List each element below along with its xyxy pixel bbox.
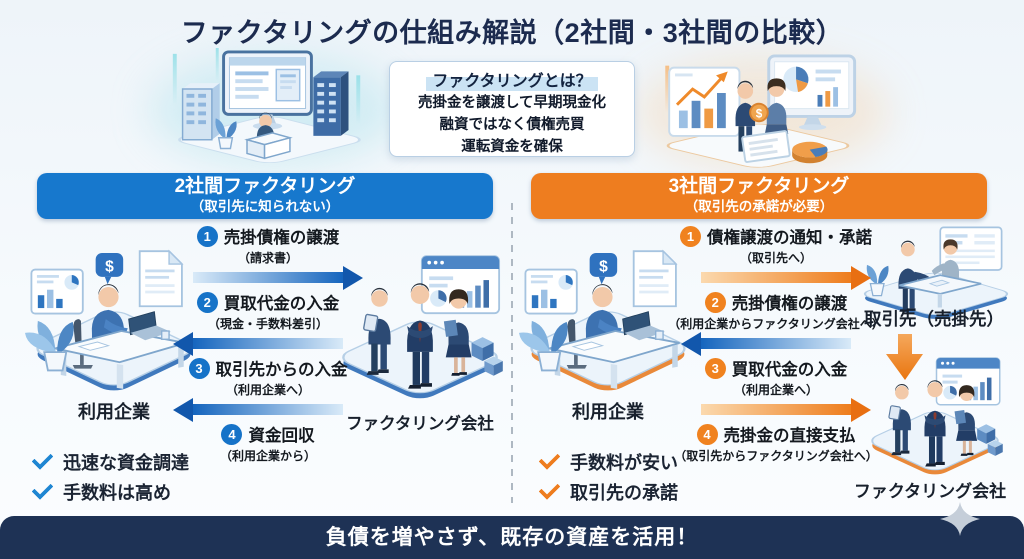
point-label: 迅速な資金調達 (63, 453, 189, 473)
check-icon (538, 478, 561, 500)
down-arrow-icon (886, 334, 923, 380)
three-party-flow: 1 債権譲渡の通知・承諾 （取引先へ） 2 売掛債権の譲渡 （利用企業からファク… (660, 224, 892, 466)
check-icon (31, 448, 54, 470)
user-company-label: 利用企業 (78, 402, 150, 422)
page-title: ファクタリングの仕組み解説（2社間・3社間の比較） (180, 18, 844, 48)
left-arrow-icon (701, 338, 851, 349)
panel-divider (511, 203, 513, 503)
left-arrow-icon (193, 404, 343, 415)
two-party-flow: 1 売掛債権の譲渡 （請求書） 2 買取代金の入金 （現金・手数料差引） 3 取… (176, 224, 360, 466)
step-label: 売掛債権の譲渡 (731, 295, 848, 313)
factoring-company-label: ファクタリング会社 (346, 415, 494, 433)
three-party-header-title: 3社間ファクタリング (668, 176, 850, 197)
factoring-company-label: ファクタリング会社 (853, 482, 1007, 501)
step-label: 売掛金の直接支払 (723, 427, 856, 445)
step-label: 買取代金の入金 (731, 361, 848, 379)
step-number-badge: 3 (188, 357, 210, 379)
user-company-label: 利用企業 (572, 402, 644, 422)
flow-step: 4 資金回収 （利用企業から） (220, 422, 316, 464)
step-number-badge: 1 (196, 225, 218, 247)
step-number-badge: 4 (221, 423, 243, 445)
step-number-badge: 2 (704, 291, 726, 313)
step-number-badge: 3 (704, 357, 726, 379)
factoring-definition-box: ファクタリングとは？ 売掛金を譲渡して早期現金化 融資ではなく債権売買 運転資金… (389, 61, 635, 157)
definition-line: 運転資金を確保 (461, 138, 563, 155)
definition-heading: ファクタリングとは？ (426, 67, 598, 91)
step-number-badge: 1 (680, 225, 701, 247)
two-party-header-subtitle: （取引先に知られない） (190, 199, 340, 214)
step-note: （請求書） (237, 251, 298, 265)
step-label: 買取代金の入金 (223, 295, 340, 313)
step-note: （取引先へ） (739, 251, 812, 265)
step-label: 売掛債権の譲渡 (223, 229, 340, 247)
flow-step: 3 買取代金の入金 （利用企業へ） (704, 356, 848, 398)
point-row: 手数料が安い (538, 447, 678, 477)
right-arrow-icon (701, 272, 851, 283)
check-icon (538, 448, 561, 470)
step-note: （利用企業からファクタリング会社へ） (668, 317, 884, 331)
step-note: （現金・手数料差引） (207, 317, 328, 331)
flow-step: 3 取引先からの入金 （利用企業へ） (188, 356, 348, 398)
point-label: 手数料が安い (570, 453, 678, 473)
city-monitor-illustration (160, 48, 375, 170)
point-row: 取引先の承諾 (538, 477, 678, 507)
step-note: （利用企業へ） (225, 383, 310, 397)
flow-step: 2 売掛債権の譲渡 （利用企業からファクタリング会社へ） (668, 290, 884, 332)
client-company-label: 取引先（売掛先） (864, 309, 1004, 329)
three-party-points: 手数料が安い 取引先の承諾 (538, 447, 678, 507)
left-arrow-icon (193, 338, 343, 349)
flow-step: 2 買取代金の入金 （現金・手数料差引） (196, 290, 340, 332)
step-label: 取引先からの入金 (215, 361, 348, 379)
footer-banner: 負債を増やさず、既存の資産を活用！ (0, 516, 1024, 559)
step-note: （利用企業へ） (733, 383, 818, 397)
point-row: 迅速な資金調達 (31, 447, 189, 477)
three-party-header-subtitle: （取引先の承諾が必要） (684, 199, 834, 214)
flow-step: 1 売掛債権の譲渡 （請求書） (196, 224, 340, 266)
definition-line: 売掛金を譲渡して早期現金化 (417, 95, 607, 111)
step-note: （取引先からファクタリング会社へ） (674, 449, 878, 463)
step-label: 債権譲渡の通知・承諾 (707, 229, 872, 247)
point-row: 手数料は高め (31, 477, 189, 507)
right-arrow-icon (701, 404, 851, 415)
three-party-header: 3社間ファクタリング （取引先の承諾が必要） (531, 173, 987, 219)
check-icon (31, 478, 54, 500)
definition-line: 融資ではなく債権売買 (439, 116, 585, 133)
step-label: 資金回収 (248, 427, 315, 445)
two-party-points: 迅速な資金調達 手数料は高め (31, 447, 189, 507)
right-arrow-icon (193, 272, 343, 283)
two-party-header-title: 2社間ファクタリング (174, 176, 356, 197)
step-note: （利用企業から） (219, 449, 316, 463)
step-number-badge: 2 (196, 291, 218, 313)
flow-step: 1 債権譲渡の通知・承諾 （取引先へ） (680, 224, 872, 266)
charts-deal-illustration (648, 52, 868, 174)
point-label: 取引先の承諾 (570, 483, 678, 503)
two-party-header: 2社間ファクタリング （取引先に知られない） (37, 173, 493, 219)
flow-step: 4 売掛金の直接支払 （取引先からファクタリング会社へ） (674, 422, 878, 464)
footer-message: 負債を増やさず、既存の資産を活用！ (325, 526, 699, 549)
sparkle-icon (940, 502, 980, 536)
point-label: 手数料は高め (63, 483, 171, 503)
step-number-badge: 4 (696, 423, 718, 445)
